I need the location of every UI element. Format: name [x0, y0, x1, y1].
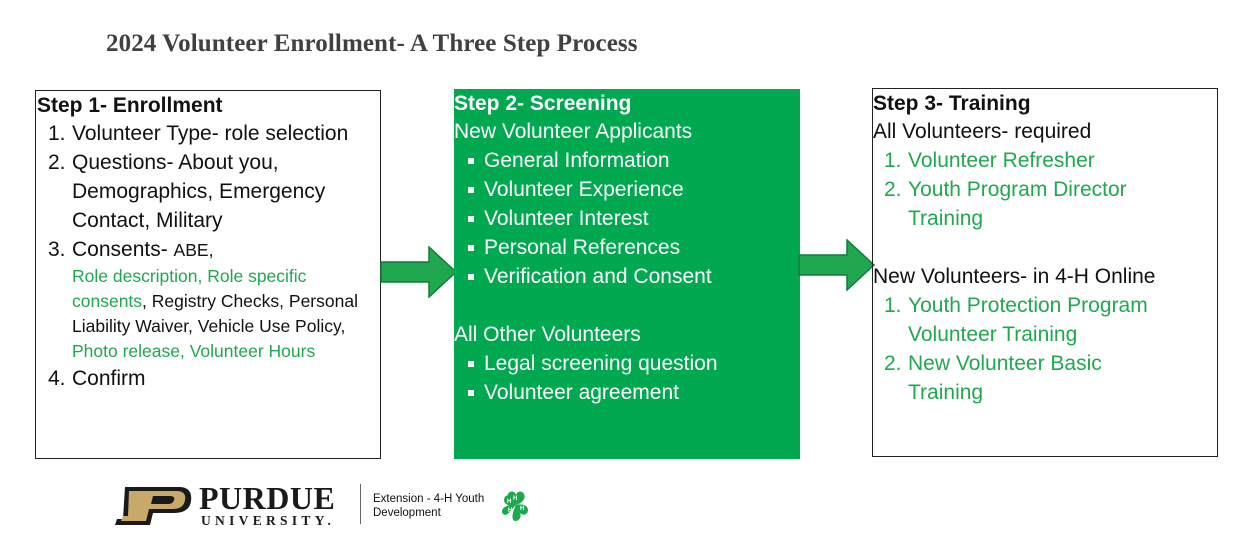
svg-text:H: H	[513, 496, 517, 502]
list-item: Legal screening question	[454, 349, 800, 378]
bullet-icon	[468, 158, 474, 164]
step1-item-1: 1. Volunteer Type- role selection	[36, 119, 380, 148]
list-item: General Information	[454, 146, 800, 175]
step2-group1-list: General Information Volunteer Experience…	[454, 146, 800, 291]
step3-group1-title: All Volunteers- required	[873, 120, 1092, 143]
bullet-icon	[468, 390, 474, 396]
list-number: 2.	[48, 151, 66, 174]
arrow-right-icon	[380, 246, 458, 298]
step2-group2-list: Legal screening question Volunteer agree…	[454, 349, 800, 407]
svg-text:H: H	[507, 499, 511, 505]
step1-item-text: Confirm	[72, 367, 146, 390]
list-item: Volunteer agreement	[454, 378, 800, 407]
consent-role-description: Role description	[72, 266, 198, 286]
extension-line2: Development	[373, 507, 441, 519]
extension-label: Extension - 4-H Youth Development	[373, 492, 484, 520]
step2-group2-title: All Other Volunteers	[454, 323, 641, 346]
list-item: Verification and Consent	[454, 262, 800, 291]
arrow-right-icon	[798, 239, 876, 291]
list-item: 2.New Volunteer Basic Training	[884, 352, 1102, 404]
step3-group2-title: New Volunteers- in 4-H Online	[873, 265, 1156, 288]
step1-item-2: 2. Questions- About you, Demographics, E…	[36, 148, 380, 235]
bullet-icon	[468, 274, 474, 280]
step3-heading: Step 3- Training	[873, 92, 1031, 115]
svg-text:H: H	[520, 506, 524, 512]
step1-item-text: Volunteer Type- role selection	[72, 122, 349, 145]
purdue-wordmark: PURDUE	[199, 480, 336, 516]
consent-photo-release: Photo release, Volunteer Hours	[72, 341, 316, 361]
list-item: Volunteer Experience	[454, 175, 800, 204]
step3-box: Step 3- Training All Volunteers- require…	[872, 88, 1218, 457]
step1-item-3: 3. Consents- ABE, Role description, Role…	[36, 235, 380, 364]
list-item: 1.Youth Protection Program Volunteer Tra…	[884, 294, 1148, 346]
step1-item-text: Questions- About you, Demographics, Emer…	[72, 151, 326, 232]
list-item: 1.Volunteer Refresher	[884, 149, 1095, 172]
step1-list: 1. Volunteer Type- role selection 2. Que…	[36, 119, 380, 393]
consent-separator: ,	[197, 266, 208, 286]
step2-group1-title: New Volunteer Applicants	[454, 120, 693, 143]
bullet-icon	[468, 245, 474, 251]
university-wordmark: UNIVERSITY.	[201, 513, 336, 528]
list-number: 4.	[48, 367, 66, 390]
list-item: Personal References	[454, 233, 800, 262]
step2-box: Step 2- Screening New Volunteer Applican…	[454, 89, 800, 459]
bullet-icon	[468, 361, 474, 367]
consent-role-specific: Role specific consents	[72, 266, 307, 311]
step1-box: Step 1- Enrollment 1. Volunteer Type- ro…	[35, 90, 381, 459]
consents-prefix: Consents-	[72, 238, 174, 261]
list-number: 1.	[48, 122, 66, 145]
consents-abe: ABE,	[173, 240, 214, 260]
list-item: 2.Youth Program Director Training	[884, 178, 1127, 230]
step3-group2-list: 1.Youth Protection Program Volunteer Tra…	[873, 291, 1217, 407]
list-item: Volunteer Interest	[454, 204, 800, 233]
logo-divider	[360, 484, 361, 524]
step3-group1-list: 1.Volunteer Refresher 2.Youth Program Di…	[873, 146, 1217, 233]
bullet-icon	[468, 216, 474, 222]
consent-rest: , Registry Checks, Personal Liability Wa…	[72, 291, 358, 336]
svg-text:H: H	[508, 508, 512, 514]
step1-heading: Step 1- Enrollment	[37, 94, 223, 117]
bullet-icon	[468, 187, 474, 193]
step2-heading: Step 2- Screening	[454, 92, 632, 115]
extension-line1: Extension - 4-H Youth	[373, 493, 485, 505]
purdue-p-icon	[115, 487, 192, 525]
list-number: 3.	[48, 238, 66, 261]
page-title: 2024 Volunteer Enrollment- A Three Step …	[106, 30, 638, 57]
step1-item-4: 4. Confirm	[36, 364, 380, 393]
